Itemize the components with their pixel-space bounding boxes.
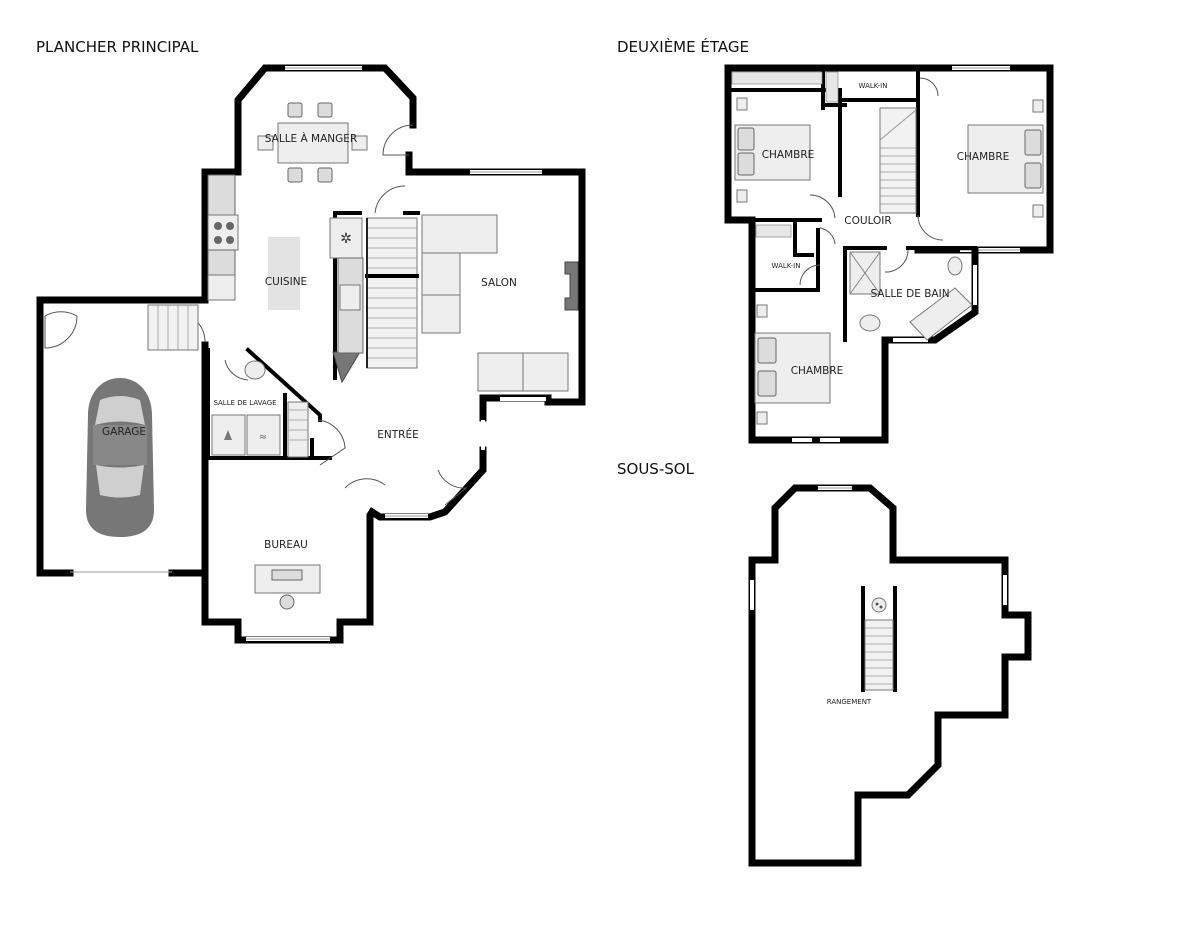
- room-label-chambre-1: CHAMBRE: [762, 149, 815, 161]
- room-label-entree: ENTRÉE: [377, 428, 418, 441]
- svg-text:✲: ✲: [340, 231, 352, 247]
- title-second-floor: DEUXIÈME ÉTAGE: [617, 37, 749, 56]
- room-label-salle-a-manger: SALLE À MANGER: [265, 132, 357, 145]
- room-label-chambre-2: CHAMBRE: [957, 151, 1010, 163]
- title-basement: SOUS-SOL: [617, 460, 695, 478]
- title-main-floor: PLANCHER PRINCIPAL: [36, 38, 199, 56]
- room-label-garage: GARAGE: [102, 426, 146, 438]
- wall-second-outer-left: [724, 216, 979, 444]
- wall-kitchen-left: [201, 168, 242, 304]
- room-label-cuisine: CUISINE: [265, 276, 307, 288]
- main-floor-plan: ✲ ≈: [36, 64, 586, 644]
- room-label-walk-in-2: WALK-IN: [772, 262, 801, 270]
- wall-salon-bottom: [479, 394, 586, 422]
- second-floor-plan: [724, 64, 1054, 444]
- room-label-couloir: COULOIR: [844, 215, 891, 227]
- room-label-walk-in-top: WALK-IN: [859, 82, 888, 90]
- room-label-rangement: RANGEMENT: [827, 698, 872, 706]
- basement-plan: [748, 484, 1032, 867]
- room-label-salle-de-bain: SALLE DE BAIN: [870, 288, 949, 300]
- wall-basement: [748, 484, 1032, 867]
- wall-entry-bay: [367, 446, 487, 521]
- room-label-salle-de-lavage: SALLE DE LAVAGE: [213, 399, 276, 407]
- car-icon: [86, 378, 154, 537]
- svg-text:≈: ≈: [259, 432, 267, 443]
- wall-garage: [36, 296, 209, 577]
- room-label-bureau: BUREAU: [264, 539, 308, 551]
- room-label-salon: SALON: [481, 277, 517, 289]
- room-label-chambre-3: CHAMBRE: [791, 365, 844, 377]
